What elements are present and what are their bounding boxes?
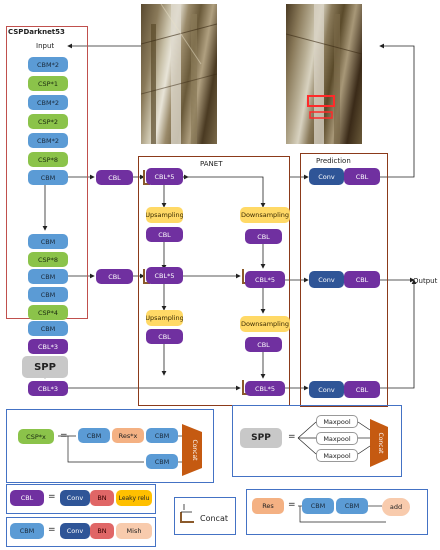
- panet-upsampling-1: Upsampling: [146, 207, 183, 223]
- legend-cbl-name: CBL: [10, 490, 44, 506]
- legend-cbl-frame: [6, 484, 156, 514]
- backbone-layer-9: CBM: [28, 269, 68, 284]
- panet-cbl5-right-1: CBL*5: [245, 271, 285, 288]
- backbone-layer-10: CBM: [28, 287, 68, 302]
- backbone-title: CSPDarknet53: [8, 28, 65, 36]
- legend-res-eq: =: [288, 500, 296, 510]
- panet-title: PANET: [200, 160, 223, 168]
- backbone-layer-4: CBM*2: [28, 133, 68, 148]
- legend-csp-frame: [6, 409, 214, 483]
- legend-cbm-bn: BN: [90, 523, 114, 539]
- legend-csp-wires: [58, 435, 182, 463]
- backbone-layer-13: CBL*3: [28, 339, 68, 354]
- backbone-layer-1: CSP*1: [28, 76, 68, 91]
- legend-cbm-mish: Mish: [116, 523, 152, 539]
- legend-res-cbm-2: CBM: [336, 498, 368, 514]
- output-image: [286, 4, 362, 144]
- panet-cbl-top: CBL: [96, 170, 133, 185]
- panet-cbl5-top: CBL*5: [146, 168, 183, 185]
- legend-cbm-frame: [6, 517, 156, 547]
- svg-text:Concat: Concat: [377, 433, 384, 455]
- svg-text:Concat: Concat: [191, 440, 198, 462]
- backbone-layer-0: CBM*2: [28, 57, 68, 72]
- legend-res-cbm-1: CBM: [302, 498, 334, 514]
- image-texture: [141, 4, 217, 144]
- pred-conv-1: Conv: [309, 168, 344, 185]
- concat-symbol-icon: [180, 504, 194, 523]
- backbone-layer-12: CBM: [28, 321, 68, 336]
- pred-conv-2: Conv: [309, 271, 344, 288]
- spp-block: SPP: [22, 356, 68, 378]
- pred-cbl-3: CBL: [344, 381, 380, 398]
- legend-spp-maxpool-1: Maxpool: [316, 415, 358, 428]
- legend-spp-name: SPP: [240, 428, 282, 448]
- panet-cbl-mid: CBL: [96, 269, 133, 284]
- panet-up-cbl-2: CBL: [146, 329, 183, 344]
- legend-spp-wires: [297, 421, 371, 455]
- pred-cbl-1: CBL: [344, 168, 380, 185]
- legend-concat-name: Concat: [200, 514, 228, 523]
- legend-res-add: add: [382, 498, 410, 516]
- legend-cbm-conv: Conv: [60, 523, 90, 539]
- legend-spp-frame: [232, 405, 402, 477]
- legend-cbm-name: CBM: [10, 523, 44, 539]
- input-image: [141, 4, 217, 144]
- panet-cbl5-right-2: CBL*5: [245, 381, 285, 396]
- backbone-layer-3: CSP*2: [28, 114, 68, 129]
- legend-cbl-conv: Conv: [60, 490, 90, 506]
- legend-concat-frame: [174, 497, 236, 535]
- legend-spp-maxpool-2: Maxpool: [316, 432, 358, 445]
- backbone-layer-7: CBM: [28, 234, 68, 249]
- backbone-layer-5: CSP*8: [28, 152, 68, 167]
- panet-down-cbl-2: CBL: [245, 337, 282, 352]
- legend-res-name: Res: [252, 498, 284, 514]
- legend-csp-cbm-3: CBM: [146, 454, 178, 469]
- spp-cbl-out: CBL*3: [28, 381, 68, 396]
- legend-csp-cbm-1: CBM: [78, 428, 110, 443]
- backbone-layer-2: CBM*2: [28, 95, 68, 110]
- legend-csp-concat: Concat: [182, 424, 202, 476]
- legend-spp-concat: Concat: [370, 419, 388, 467]
- legend-cbl-bn: BN: [90, 490, 114, 506]
- legend-cbl-leaky: Leaky relu: [116, 490, 152, 506]
- detection-overlay: [286, 4, 362, 144]
- prediction-frame: [300, 153, 388, 407]
- panet-downsampling-2: Downsampling: [240, 316, 290, 332]
- legend-res-frame: [246, 489, 428, 535]
- legend-res-wires: [298, 505, 386, 523]
- legend-csp-name: CSP*x: [18, 429, 54, 444]
- legend-spp-eq: =: [288, 432, 296, 442]
- pred-cbl-2: CBL: [344, 271, 380, 288]
- legend-csp-cbm-2: CBM: [146, 428, 178, 443]
- panet-cbl5-mid: CBL*5: [146, 267, 183, 284]
- legend-spp-maxpool-3: Maxpool: [316, 449, 358, 462]
- backbone-layer-6: CBM: [28, 170, 68, 185]
- legend-cbm-eq: =: [48, 525, 56, 535]
- panet-up-cbl-1: CBL: [146, 227, 183, 242]
- panet-frame: [138, 156, 290, 406]
- legend-cbl-eq: =: [48, 492, 56, 502]
- backbone-layer-8: CSP*8: [28, 252, 68, 267]
- panet-down-cbl-1: CBL: [245, 229, 282, 244]
- prediction-title: Prediction: [316, 157, 351, 165]
- legend-csp-res: Res*x: [112, 428, 144, 443]
- panet-downsampling-1: Downsampling: [240, 207, 290, 223]
- input-label: Input: [36, 42, 55, 50]
- panet-upsampling-2: Upsampling: [146, 310, 183, 326]
- pred-conv-3: Conv: [309, 381, 344, 398]
- output-label: Output: [413, 277, 438, 285]
- backbone-layer-11: CSP*4: [28, 305, 68, 320]
